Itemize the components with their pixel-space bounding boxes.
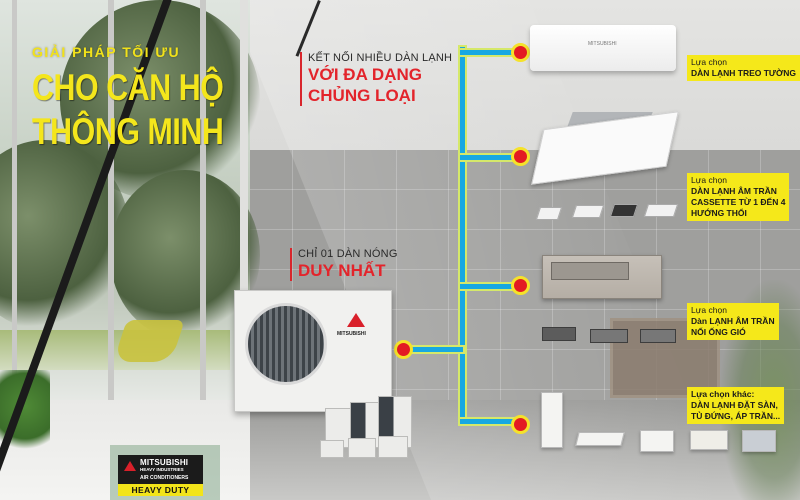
callout-small-text: CHỈ 01 DÀN NÓNG <box>298 248 398 260</box>
fan-grille <box>245 303 327 385</box>
callout-small-text: KẾT NỐI NHIỀU DÀN LẠNH <box>308 52 453 64</box>
brand-tagline: HEAVY DUTY <box>118 484 203 496</box>
window-frame <box>12 0 17 400</box>
option-line: HƯỚNG THỔI <box>691 208 747 218</box>
node-duct <box>511 276 530 295</box>
unit-brand-mark: MITSUBISHI <box>588 41 617 47</box>
pipe-branch-outdoor <box>410 345 465 354</box>
outdoor-variant <box>348 438 376 458</box>
option-line: DÀN LẠNH ĐẶT SÀN, <box>691 400 778 410</box>
mitsubishi-logo-icon <box>347 313 365 327</box>
outdoor-brand-text: MITSUBISHI <box>337 331 366 337</box>
duct-variant <box>640 329 676 343</box>
pipe-trunk <box>458 45 467 425</box>
wall-pillar <box>240 0 248 500</box>
option-label-cassette: Lựa chọn DÀN LẠNH ÂM TRẦN CASSETTE TỪ 1 … <box>687 173 790 221</box>
duct-variant <box>542 327 576 341</box>
brand-badge: MITSUBISHI HEAVY INDUSTRIES AIR CONDITIO… <box>118 455 203 497</box>
node-outdoor <box>394 340 413 359</box>
option-prefix: Lựa chọn <box>691 57 727 67</box>
cassette-variant <box>571 205 605 218</box>
option-line: CASSETTE TỪ 1 ĐẾN 4 <box>691 197 786 207</box>
headline-line-1: CHO CĂN HỘ <box>32 67 224 108</box>
brand-badge-top: MITSUBISHI HEAVY INDUSTRIES AIR CONDITIO… <box>118 455 203 484</box>
option-label-wall: Lựa chọn DÀN LẠNH TREO TƯỜNG <box>687 55 800 81</box>
callout-red-line-2: CHỦNG LOẠI <box>308 86 416 105</box>
option-label-other: Lựa chọn khác: DÀN LẠNH ĐẶT SÀN, TỦ ĐỨNG… <box>687 387 785 424</box>
option-prefix: Lựa chọn khác: <box>691 389 755 399</box>
brand-name: MITSUBISHI <box>140 458 189 467</box>
ceiling-suspended-unit <box>575 432 625 446</box>
option-line: DÀN LẠNH ÂM TRẦN <box>691 186 777 196</box>
callout-red-text: DUY NHẤT <box>298 261 386 280</box>
node-cassette <box>511 147 530 166</box>
cassette-variant <box>643 204 679 217</box>
outdoor-variant <box>378 436 408 458</box>
headline: GIẢI PHÁP TỐI ƯU CHO CĂN HỘ THÔNG MINH <box>32 44 232 154</box>
option-prefix: Lựa chọn <box>691 305 727 315</box>
option-line: TỦ ĐỨNG, ÁP TRẦN... <box>691 411 781 421</box>
outdoor-variant <box>320 440 344 458</box>
headline-subtitle: GIẢI PHÁP TỐI ƯU <box>32 44 181 60</box>
option-prefix: Lựa chọn <box>691 175 727 185</box>
mitsubishi-logo-icon <box>124 461 136 471</box>
duct-variant <box>590 329 628 343</box>
floor-standing-unit <box>541 392 563 448</box>
window-frame <box>200 0 206 430</box>
option-label-duct: Lựa chọn Dàn LẠNH ÂM TRẦN NỐI ỐNG GIÓ <box>687 303 779 340</box>
floor-console-unit <box>690 430 728 450</box>
ducted-unit <box>542 255 662 299</box>
node-wall-unit <box>511 43 530 62</box>
outdoor-unit: MITSUBISHI <box>234 290 392 412</box>
option-line: NỐI ỐNG GIÓ <box>691 327 746 337</box>
callout-multi-indoor: KẾT NỐI NHIỀU DÀN LẠNH VỚI ĐA DẠNG CHỦNG… <box>300 52 452 106</box>
callout-red-line-1: VỚI ĐA DẠNG <box>308 65 422 84</box>
option-line: Dàn LẠNH ÂM TRẦN <box>691 316 775 326</box>
wall-mounted-unit: MITSUBISHI <box>530 25 676 71</box>
option-line: DÀN LẠNH TREO TƯỜNG <box>691 68 796 78</box>
floor-console-unit <box>640 430 674 452</box>
cassette-variant <box>535 207 563 220</box>
callout-single-outdoor: CHỈ 01 DÀN NÓNG DUY NHẤT <box>290 248 398 281</box>
cassette-variant <box>609 204 639 217</box>
brand-category: AIR CONDITIONERS <box>140 475 189 481</box>
duct-grille <box>551 262 629 280</box>
headline-line-2: THÔNG MINH <box>32 111 224 152</box>
concealed-floor-unit <box>742 430 776 452</box>
node-floor-unit <box>511 415 530 434</box>
brand-subtitle: HEAVY INDUSTRIES <box>140 467 184 472</box>
window-frame <box>108 0 114 420</box>
